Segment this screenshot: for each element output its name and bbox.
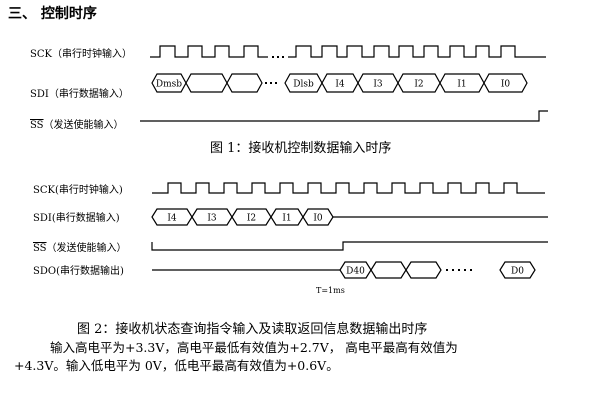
fig2-sdo-label: SDO(串行数据输出) [33, 266, 124, 277]
fig2-sdo-cell [405, 261, 442, 279]
fig2-sdi-cell-label: I0 [313, 214, 323, 224]
fig2-ss-waveform [151, 241, 548, 251]
fig2-sdo-cell-label: D0 [511, 267, 524, 277]
fig2-sdi-cell-label: I4 [167, 214, 177, 224]
fig2-sdo-bus: D40 D0 [339, 261, 536, 279]
fig1-sdi-cell [483, 73, 528, 93]
fig1-ss-desc: （发送使能输入） [43, 120, 124, 131]
paragraph-line-2: +4.3V。输入低电平为 0V，低电平最高有效值为+0.6V。 [14, 358, 339, 373]
fig1-ss-waveform [140, 110, 548, 122]
fig2-ss-name: SS [33, 243, 47, 254]
fig1-sdi-cell-label: I3 [373, 80, 383, 90]
fig2-sdi-bus: I4 I3 I2 I1 I0 [151, 208, 334, 226]
fig1-sck-break [272, 56, 284, 58]
fig2-sdo-cell [370, 261, 407, 279]
fig1-sdi-cell [226, 73, 263, 93]
fig1-ss-label: SS（发送使能输入） [30, 116, 124, 131]
fig2-sdo-cell-label: D40 [346, 267, 365, 277]
fig1-sdi-cell-label: I4 [335, 80, 345, 90]
fig1-sdi-cell-label: Dlsb [293, 80, 314, 90]
fig1-ss-name: SS [30, 120, 44, 131]
paragraph-line-1: 输入高电平为+3.3V，高电平最低有效值为+2.7V， 高电平最高有效值为 [50, 340, 458, 355]
fig1-sdi-cell-label: Dmsb [156, 80, 182, 90]
section-title: 三、 控制时序 [8, 6, 97, 22]
fig1-sdi-cell-label: I1 [457, 80, 466, 90]
fig2-sck-waveform [152, 182, 545, 194]
fig2-sdi-cell-label: I2 [247, 214, 256, 224]
fig2-sdo-break [446, 269, 472, 271]
fig2-ss-label: SS（发送使能输入） [33, 239, 127, 254]
fig2-sdi-cell-label: I1 [282, 214, 291, 224]
fig1-sdi-cell [185, 73, 228, 93]
fig1-sck-label: SCK（串行时钟输入） [30, 49, 132, 60]
fig1-sdi-cell-label: I0 [501, 80, 511, 90]
fig2-sck-label: SCK(串行时钟输入) [33, 185, 123, 196]
fig2-sdi-label: SDI(串行数据输入) [33, 213, 120, 224]
fig2-sdi-cell-label: I3 [207, 214, 217, 224]
fig2-caption: 图 2：接收机状态查询指令输入及读取返回信息数据输出时序 [77, 322, 428, 337]
fig1-sdi-break [265, 82, 277, 84]
fig1-sdi-label: SDI（串行数据输入） [30, 89, 129, 100]
fig1-sdi-cell-label: I2 [414, 80, 423, 90]
fig2-sdo-cell [499, 261, 536, 279]
fig2-time-note: T=1ms [316, 286, 345, 295]
fig1-caption: 图 1：接收机控制数据输入时序 [210, 141, 392, 156]
fig1-sck-waveform [150, 45, 546, 58]
fig1-sdi-bus: Dmsb Dlsb I4 I3 I2 I1 I0 [151, 73, 528, 93]
fig2-ss-desc: （发送使能输入） [46, 243, 127, 254]
